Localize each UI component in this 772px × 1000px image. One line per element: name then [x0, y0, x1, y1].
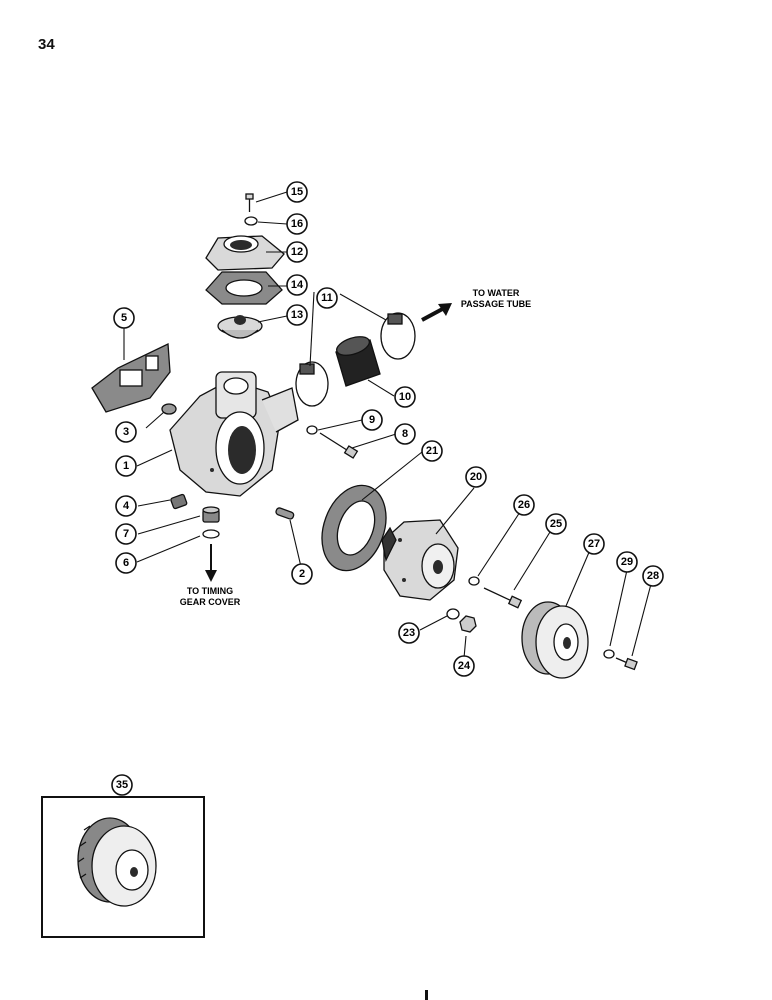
- part-10-hose: [335, 336, 381, 387]
- arrow-icon: [205, 544, 217, 582]
- part-29-washer: [603, 649, 615, 659]
- part-13-thermostat: [217, 315, 263, 339]
- callout-15: 15: [286, 181, 308, 203]
- callout-5: 5: [113, 307, 135, 329]
- part-35-fan-clutch-pulley: [77, 817, 157, 907]
- svg-text:26: 26: [518, 499, 530, 511]
- footer-mark: [425, 990, 428, 1000]
- callout-8: 8: [394, 423, 416, 445]
- svg-text:24: 24: [458, 660, 471, 672]
- callout-3: 3: [115, 421, 137, 443]
- callout-26: 26: [513, 494, 535, 516]
- part-16-washer: [244, 216, 258, 226]
- part-3-plug: [161, 403, 177, 415]
- callout-4: 4: [115, 495, 137, 517]
- callout-10: 10: [394, 386, 416, 408]
- callout-16: 16: [286, 213, 308, 235]
- part-5-housing-gasket: [91, 343, 171, 413]
- dest-water-passage-line2: PASSAGE TUBE: [461, 299, 531, 309]
- part-15-bolt: [245, 193, 254, 212]
- svg-text:8: 8: [402, 428, 408, 440]
- callout-1: 1: [115, 455, 137, 477]
- callout-9: 9: [361, 409, 383, 431]
- svg-text:28: 28: [647, 570, 659, 582]
- svg-text:29: 29: [621, 556, 633, 568]
- leader-lines: [136, 191, 652, 659]
- svg-text:13: 13: [291, 309, 303, 321]
- svg-text:11: 11: [321, 292, 333, 304]
- part-27-pulley: [521, 601, 589, 679]
- callout-20: 20: [465, 466, 487, 488]
- svg-text:16: 16: [291, 218, 303, 230]
- callout-12: 12: [286, 241, 308, 263]
- callout-23: 23: [398, 622, 420, 644]
- svg-text:12: 12: [291, 246, 303, 258]
- dest-timing-cover-line1: TO TIMING: [187, 586, 233, 596]
- part-9-washer: [306, 425, 318, 435]
- svg-text:35: 35: [116, 779, 128, 791]
- svg-text:2: 2: [299, 568, 305, 580]
- part-8-bolt: [319, 432, 359, 459]
- svg-text:5: 5: [121, 312, 127, 324]
- part-2-stud: [275, 507, 295, 520]
- dest-water-passage-line1: TO WATER: [473, 288, 520, 298]
- svg-text:14: 14: [291, 279, 304, 291]
- part-6-o-ring: [202, 529, 220, 539]
- part-24-nut: [459, 615, 477, 633]
- page-number: 34: [38, 36, 55, 53]
- svg-text:27: 27: [588, 538, 600, 550]
- part-11-hose-clamp-upper: [380, 312, 416, 360]
- svg-text:20: 20: [470, 471, 482, 483]
- svg-text:23: 23: [403, 627, 415, 639]
- part-1-pump-housing: [169, 371, 299, 497]
- part-7-connector: [202, 506, 220, 523]
- callout-35: 35: [111, 774, 133, 796]
- part-23-washer: [446, 608, 460, 620]
- callout-21: 21: [421, 440, 443, 462]
- callout-29: 29: [616, 551, 638, 573]
- callout-7: 7: [115, 523, 137, 545]
- svg-text:21: 21: [426, 445, 438, 457]
- svg-text:6: 6: [123, 557, 129, 569]
- svg-text:4: 4: [123, 500, 130, 512]
- callout-13: 13: [286, 304, 308, 326]
- callout-11: 11: [316, 287, 338, 309]
- callout-27: 27: [583, 533, 605, 555]
- part-20-water-pump: [381, 519, 459, 601]
- svg-text:9: 9: [369, 414, 375, 426]
- callout-24: 24: [453, 655, 475, 677]
- part-21-pump-gasket: [321, 484, 387, 572]
- arrow-icon: [421, 303, 452, 322]
- part-28-bolt: [615, 657, 638, 671]
- callout-28: 28: [642, 565, 664, 587]
- callout-6: 6: [115, 552, 137, 574]
- svg-text:3: 3: [123, 426, 129, 438]
- part-12-outlet-elbow: [205, 235, 285, 271]
- part-11-hose-clamp-lower: [295, 361, 329, 407]
- part-26-washer: [468, 576, 480, 586]
- svg-text:1: 1: [123, 460, 129, 472]
- part-4-fitting: [170, 493, 188, 510]
- svg-text:25: 25: [550, 518, 562, 530]
- part-25-bolt: [483, 587, 523, 609]
- svg-text:10: 10: [399, 391, 411, 403]
- callout-2: 2: [291, 563, 313, 585]
- dest-timing-cover-line2: GEAR COVER: [180, 597, 241, 607]
- callout-14: 14: [286, 274, 308, 296]
- svg-text:7: 7: [123, 528, 129, 540]
- part-14-thermostat-gasket: [205, 271, 283, 305]
- svg-text:15: 15: [291, 186, 303, 198]
- callout-25: 25: [545, 513, 567, 535]
